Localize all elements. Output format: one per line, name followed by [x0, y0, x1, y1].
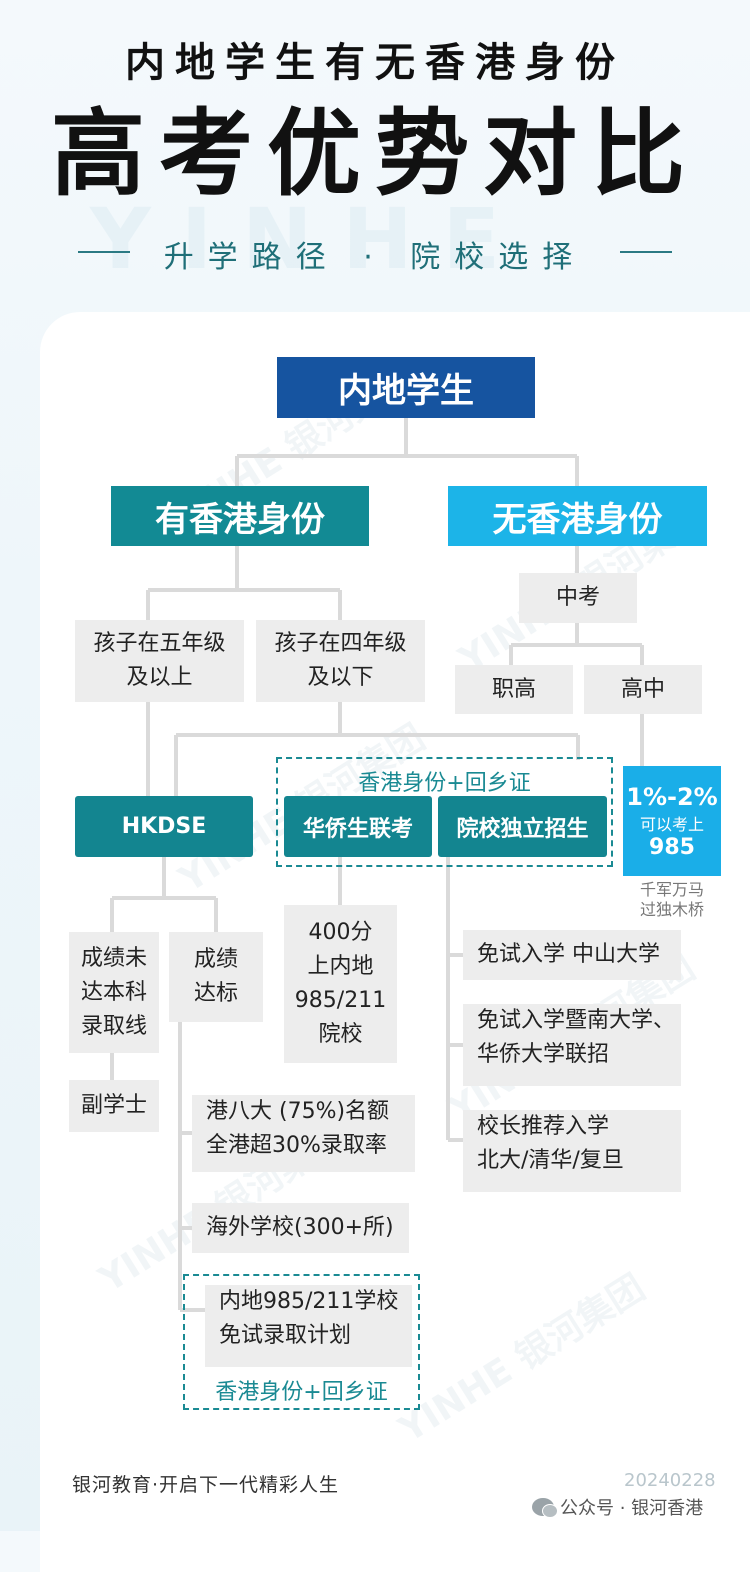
node-has-hk-identity: 有香港身份: [111, 486, 369, 546]
node-vocational: 职高: [455, 665, 573, 714]
node-associate-degree: 副学士: [69, 1080, 159, 1132]
connector-lines: [110, 418, 644, 1312]
footer-date: 20240228: [624, 1470, 716, 1491]
node-grade5-above: 孩子在五年级 及以上: [75, 620, 244, 702]
node-independent-admission: 院校独立招生: [438, 796, 607, 857]
wechat-icon: [532, 1498, 558, 1518]
node-score-qualified: 成绩 达标: [169, 932, 263, 1022]
node-exempt-jinan-huaqiao: 免试入学暨南大学、 华侨大学联招: [463, 1004, 681, 1086]
dashed-group-bottom: [183, 1274, 420, 1410]
node-overseas-schools: 海外学校(300+所): [192, 1203, 409, 1253]
node-score-below-line: 成绩未 达本科 录取线: [69, 932, 159, 1053]
dashed-group-top: [276, 757, 613, 867]
node-principal-recommendation: 校长推荐入学 北大/清华/复旦: [463, 1110, 681, 1192]
node-no-hk-identity: 无香港身份: [448, 486, 707, 546]
node-exempt-zhongshan: 免试入学 中山大学: [463, 930, 681, 980]
dashed-label-bottom: 香港身份+回乡证: [215, 1380, 388, 1405]
node-mainland-student: 内地学生: [277, 357, 535, 418]
node-hkdse: HKDSE: [75, 796, 253, 857]
page-title-line2: 高考优势对比: [50, 100, 699, 209]
dashed-label-top: 香港身份+回乡证: [358, 771, 531, 796]
node-highschool: 高中: [584, 665, 702, 714]
node-hk-eight-universities: 港八大 (75%)名额 全港超30%录取率: [192, 1095, 415, 1172]
node-zhongkao: 中考: [519, 573, 637, 623]
footer-slogan: 银河教育·开启下一代精彩人生: [72, 1474, 340, 1496]
odds-note: 千军万马 过独木桥: [639, 880, 704, 919]
node-score-400: 400分 上内地 985/211 院校: [284, 905, 397, 1063]
wechat-account: 公众号 · 银河香港: [532, 1494, 703, 1520]
subtitle-dash-left: [78, 251, 130, 253]
page-subtitle: 升学路径 · 院校选择: [163, 240, 587, 275]
node-odds-985: 1%-2% 可以考上 985: [623, 766, 721, 876]
header-watermark: YINHE: [90, 190, 531, 288]
subtitle-dash-right: [620, 251, 672, 253]
node-mainland-985-exempt: 内地985/211学校 免试录取计划: [205, 1285, 412, 1367]
node-grade4-below: 孩子在四年级 及以下: [256, 620, 425, 702]
node-joint-exam: 华侨生联考: [284, 796, 432, 857]
page-title-line1: 内地学生有无香港身份: [125, 40, 625, 86]
